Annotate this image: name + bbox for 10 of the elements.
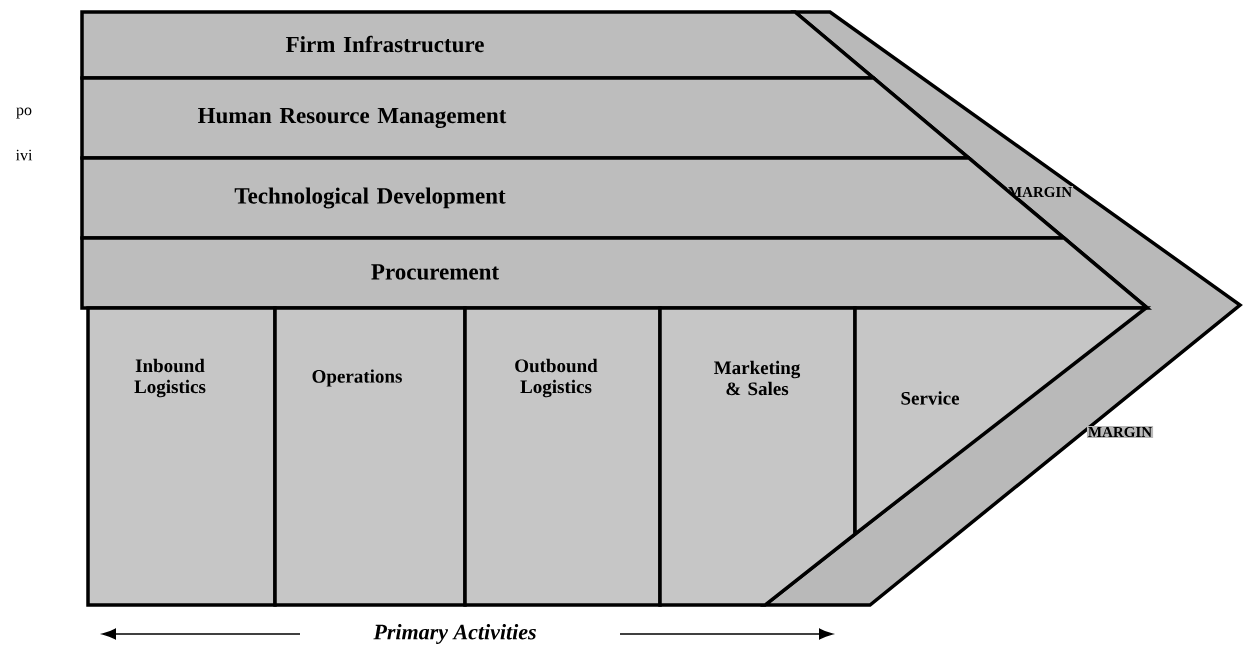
- cut-off-text: po: [16, 107, 32, 119]
- primary-activity-box: Marketing & Sales: [658, 306, 857, 607]
- support-activity-band: Firm Infrastructure: [80, 10, 879, 80]
- axis-label: Primary Activities: [373, 624, 536, 644]
- support-activity-band: Procurement: [80, 236, 1153, 310]
- primary-activity-box: Outbound Logistics: [463, 306, 662, 607]
- cut-off-text: ivi: [15, 149, 33, 161]
- primary-activity-box: Operations: [273, 306, 467, 607]
- primary-activity-box: Inbound Logistics: [86, 306, 277, 607]
- support-activity-band: Human Resource Management: [80, 76, 974, 160]
